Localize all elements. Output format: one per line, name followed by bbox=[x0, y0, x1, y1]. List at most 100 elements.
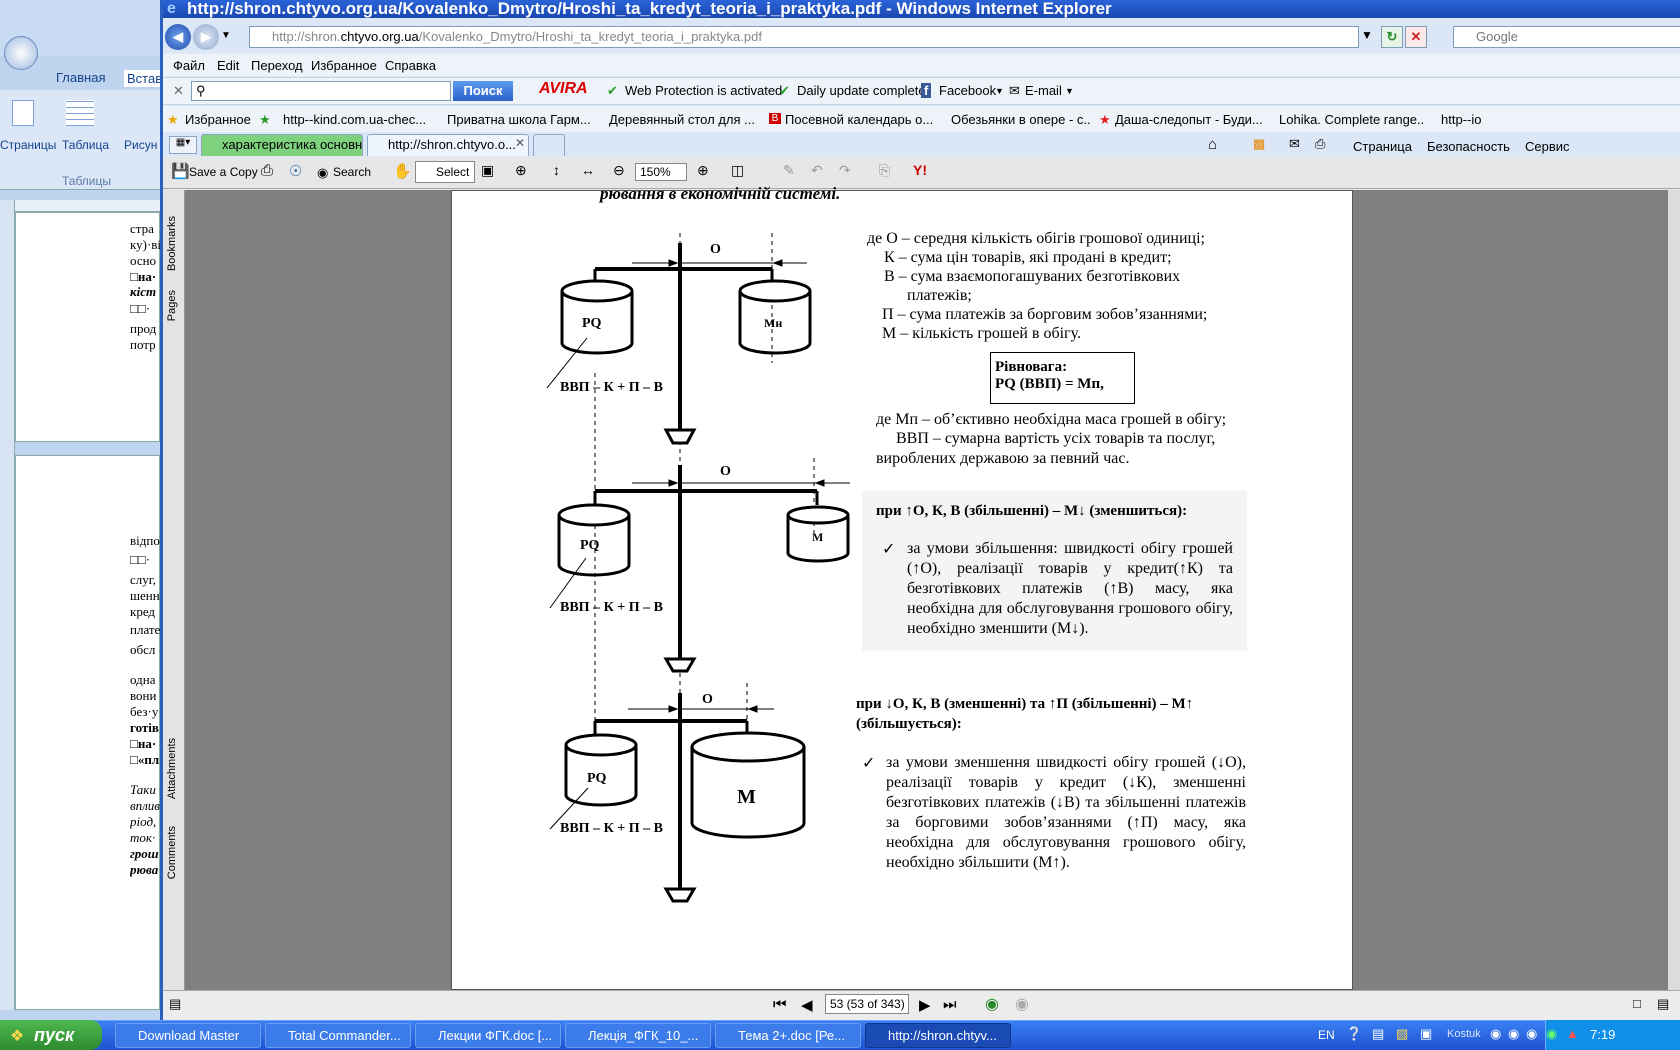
refresh-icon[interactable]: ↻ bbox=[1381, 26, 1403, 48]
pages-view-icon[interactable]: ◫ bbox=[731, 162, 745, 178]
chevron-down-icon[interactable]: ▼ bbox=[1065, 86, 1074, 96]
vertical-scrollbar[interactable] bbox=[1668, 190, 1680, 990]
update-status[interactable]: Daily update complete bbox=[797, 83, 926, 98]
menu-go[interactable]: Переход bbox=[251, 58, 303, 73]
tray-app-icon[interactable]: ◉ bbox=[1490, 1026, 1502, 1041]
tools-menu[interactable]: Сервис bbox=[1525, 139, 1570, 154]
language-indicator[interactable]: EN bbox=[1318, 1028, 1335, 1042]
panel-toggle-icon[interactable]: ▤ bbox=[169, 996, 182, 1011]
close-tab-icon[interactable]: ✕ bbox=[515, 136, 526, 150]
history-dropdown-icon[interactable]: ▼ bbox=[221, 30, 231, 41]
menu-edit[interactable]: Edit bbox=[217, 58, 240, 73]
favorite-link[interactable]: http--io bbox=[1441, 112, 1482, 127]
print-icon[interactable]: ⎙ bbox=[1315, 136, 1326, 151]
edit-icon[interactable]: ✎ bbox=[783, 162, 795, 178]
safety-menu[interactable]: Безопасность bbox=[1427, 139, 1510, 154]
taskbar-word-topic2[interactable]: Тема 2+.doc [Ре... bbox=[715, 1023, 861, 1048]
favorite-link[interactable]: Деревянный стол для ... bbox=[609, 112, 755, 127]
new-tab-button[interactable] bbox=[533, 134, 565, 156]
go-forward-icon[interactable]: ◉ bbox=[1015, 996, 1029, 1013]
tab-active-pdf[interactable]: http://shron.chtyvo.o... bbox=[367, 134, 529, 156]
back-button[interactable]: ◀ bbox=[165, 24, 191, 50]
start-button[interactable]: пуск bbox=[0, 1020, 102, 1050]
ribbon-pages-label[interactable]: Страницы bbox=[0, 138, 57, 152]
avira-search-button[interactable]: Поиск bbox=[453, 81, 513, 101]
mail-icon[interactable]: ✉ bbox=[1289, 136, 1300, 151]
quick-tabs-button[interactable]: ▦▾ bbox=[169, 136, 197, 154]
taskbar-ie-active[interactable]: http://shron.chtyv... bbox=[865, 1023, 1011, 1048]
continuous-page-icon[interactable]: ▤ bbox=[1657, 996, 1670, 1011]
tray-app-icon[interactable]: ◉ bbox=[1508, 1026, 1520, 1041]
feeds-icon[interactable]: ▩ bbox=[1253, 136, 1266, 151]
bookmarks-tab[interactable]: Bookmarks bbox=[166, 216, 178, 272]
taskbar-download-master[interactable]: Download Master bbox=[115, 1023, 261, 1048]
menu-favorites[interactable]: Избранное bbox=[311, 58, 377, 73]
search-input[interactable]: Google bbox=[1453, 26, 1680, 48]
stop-icon[interactable]: ✕ bbox=[1405, 26, 1427, 48]
tab-characteristics[interactable]: характеристика основн... bbox=[201, 134, 363, 156]
go-back-icon[interactable]: ◉ bbox=[985, 996, 999, 1013]
page-menu[interactable]: Страница bbox=[1353, 139, 1412, 154]
fit-page-icon[interactable]: ↕ bbox=[553, 162, 560, 178]
taskbar-total-commander[interactable]: Total Commander... bbox=[265, 1023, 411, 1048]
taskbar-word-lecture-10[interactable]: Лекція_ФГК_10_... bbox=[565, 1023, 711, 1048]
taskbar-word-lectures[interactable]: Лекции ФГК.doc [... bbox=[415, 1023, 561, 1048]
favorite-link[interactable]: Обезьянки в опере - с... bbox=[951, 112, 1091, 127]
last-page-icon[interactable]: ⏭ bbox=[943, 996, 957, 1013]
first-page-icon[interactable]: ⏮ bbox=[773, 996, 787, 1013]
print-icon[interactable]: ⎙ bbox=[261, 162, 274, 179]
comments-tab[interactable]: Comments bbox=[166, 826, 178, 880]
avira-search-input[interactable]: ⚲ bbox=[191, 81, 451, 101]
email-button[interactable]: E-mail bbox=[1025, 83, 1062, 98]
menu-file[interactable]: Файл bbox=[173, 58, 205, 73]
snapshot-icon[interactable]: ▣ bbox=[481, 162, 495, 178]
attachments-tab[interactable]: Attachments bbox=[166, 738, 178, 800]
menu-help[interactable]: Справка bbox=[385, 58, 436, 73]
favorite-link[interactable]: Посевной календарь о... bbox=[785, 112, 934, 127]
yahoo-icon[interactable]: Y! bbox=[913, 162, 927, 178]
zoom-input[interactable]: 150% bbox=[635, 163, 687, 181]
tray-app-icon[interactable]: ◉ bbox=[1546, 1026, 1558, 1041]
zoom-out-icon[interactable]: ⊖ bbox=[613, 162, 625, 178]
previous-page-icon[interactable]: ◀ bbox=[801, 997, 813, 1014]
zoom-in-icon[interactable]: ⊕ bbox=[697, 162, 709, 178]
ribbon-table-label[interactable]: Таблица bbox=[62, 138, 110, 152]
close-toolbar-icon[interactable]: ✕ bbox=[173, 83, 184, 98]
undo-icon[interactable]: ↶ bbox=[811, 162, 823, 178]
copy-icon[interactable]: ⎘ bbox=[879, 162, 891, 178]
tray-app-icon[interactable]: ◉ bbox=[1526, 1026, 1538, 1041]
monitor-icon[interactable]: ▣ bbox=[1420, 1026, 1433, 1041]
single-page-icon[interactable]: □ bbox=[1633, 996, 1641, 1011]
address-dropdown-icon[interactable]: ▼ bbox=[1361, 28, 1373, 42]
select-tool-button[interactable]: Select bbox=[415, 161, 475, 183]
avira-tray-icon[interactable]: ▲ bbox=[1566, 1026, 1579, 1041]
next-page-icon[interactable]: ▶ bbox=[919, 997, 931, 1014]
network-icon[interactable]: ▤ bbox=[1372, 1026, 1385, 1041]
office-button[interactable] bbox=[4, 36, 38, 70]
page-number-input[interactable]: 53 (53 of 343) bbox=[825, 994, 909, 1014]
ribbon-picture-label[interactable]: Рисун bbox=[124, 138, 158, 152]
favorite-link[interactable]: Lohika. Complete range... bbox=[1279, 112, 1425, 127]
zoom-in-icon[interactable]: ⊕ bbox=[515, 162, 527, 178]
word-tab-home[interactable]: Главная bbox=[56, 70, 106, 85]
search-button[interactable]: Search bbox=[333, 165, 372, 179]
fit-width-icon[interactable]: ↔ bbox=[581, 162, 595, 178]
folder-icon[interactable]: ▧ bbox=[1396, 1026, 1409, 1041]
home-icon[interactable]: ⌂ bbox=[1208, 136, 1218, 153]
address-input[interactable]: http://shron.chtyvo.org.ua/Kovalenko_Dmy… bbox=[249, 26, 1359, 48]
hand-tool-icon[interactable]: ✋ bbox=[393, 163, 412, 180]
favorite-link[interactable]: Даша-следопыт - Буди... bbox=[1115, 112, 1263, 127]
redo-icon[interactable]: ↷ bbox=[839, 162, 851, 178]
avira-logo[interactable]: AVIRA bbox=[539, 80, 588, 97]
chevron-down-icon[interactable]: ▼ bbox=[995, 86, 1004, 96]
email-globe-icon[interactable]: ☉ bbox=[289, 163, 303, 180]
favorites-button[interactable]: Избранное bbox=[185, 112, 251, 127]
favorite-link[interactable]: Приватна школа Гарм... bbox=[447, 112, 591, 127]
add-favorite-icon[interactable]: ★ bbox=[259, 112, 271, 127]
facebook-button[interactable]: Facebook bbox=[939, 83, 997, 98]
favorite-link[interactable]: http--kind.com.ua-chec... bbox=[283, 112, 427, 127]
help-icon[interactable]: ❔ bbox=[1346, 1026, 1363, 1041]
pages-tab[interactable]: Pages bbox=[166, 290, 178, 322]
forward-button[interactable]: ▶ bbox=[193, 24, 219, 50]
word-tab-insert[interactable]: Встав bbox=[124, 70, 166, 87]
